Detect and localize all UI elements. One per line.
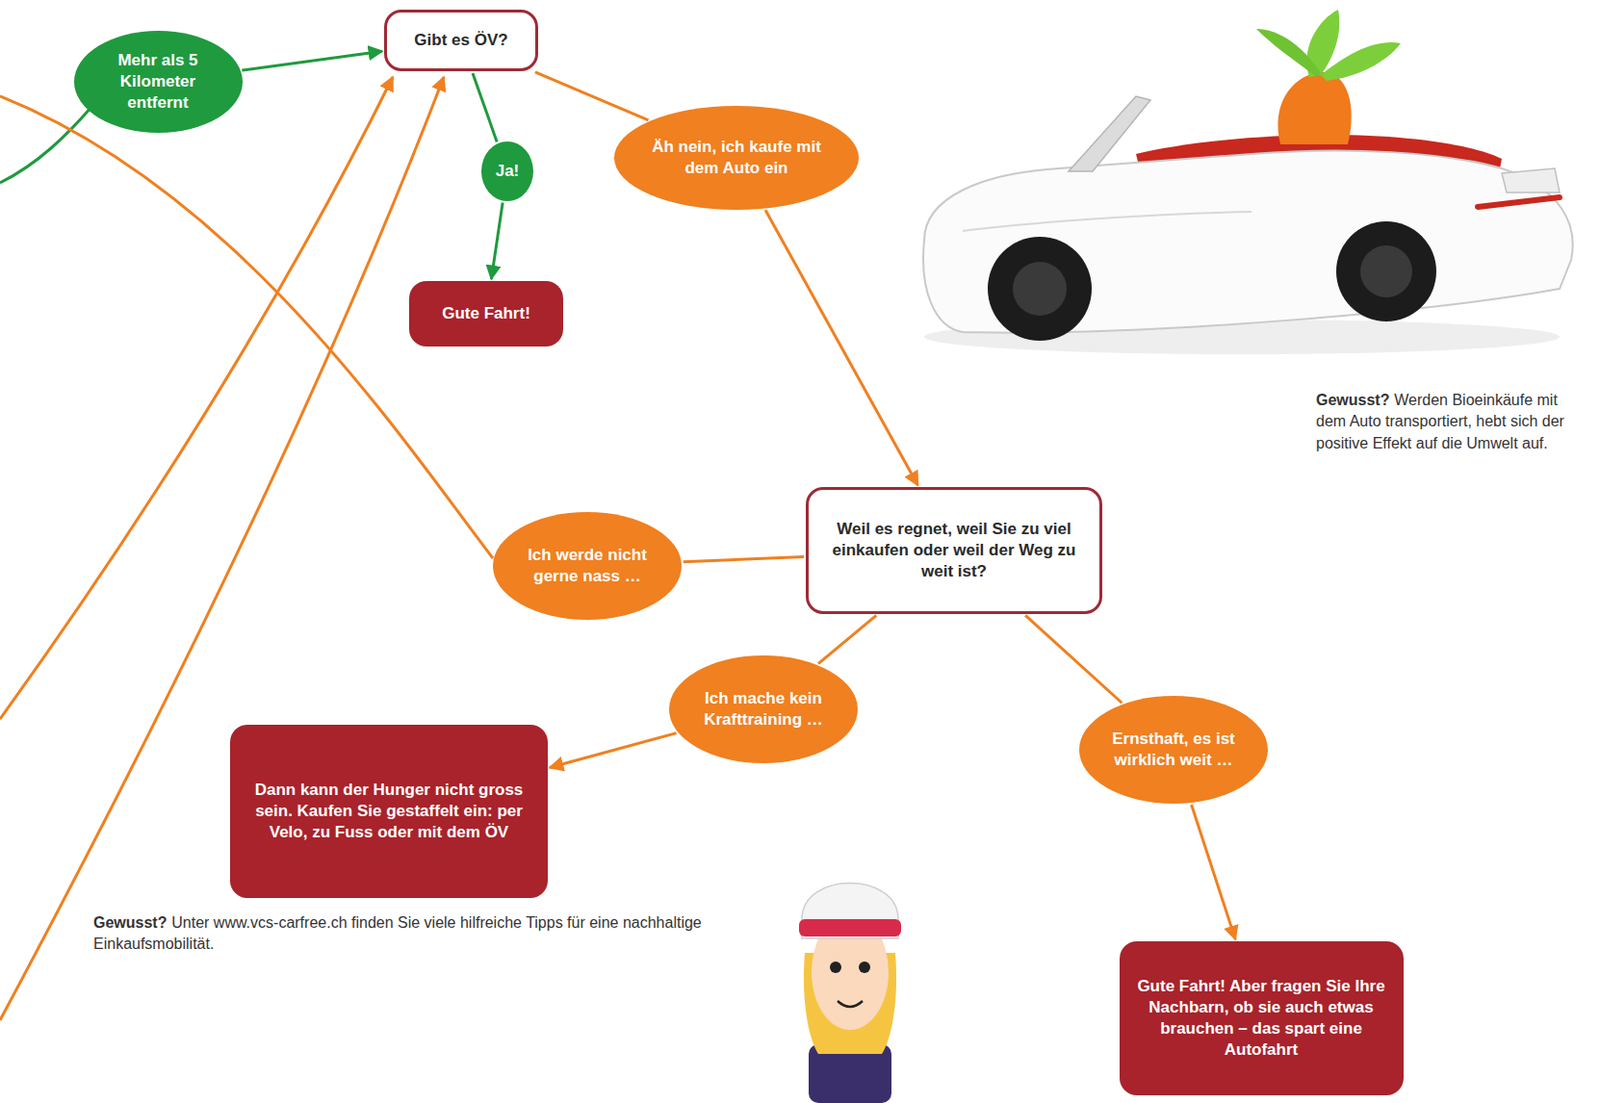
question-box: Gibt es ÖV?: [384, 9, 539, 72]
flow-connector: [1025, 615, 1122, 703]
answer-bubble: Ich werde nicht gerne nass …: [492, 512, 682, 620]
text-block: Ernsthaft, es ist wirklich weit …: [1105, 728, 1242, 772]
info-note: Gewusst?Unter www.vcs-carfree.ch finden …: [93, 912, 710, 956]
flow-connector: [1191, 804, 1237, 940]
node-text: Gute Fahrt! Aber fragen Sie Ihre Nachbar…: [1134, 976, 1390, 1061]
toy-figure: [799, 883, 902, 1103]
flow-connector: [765, 209, 918, 486]
flow-connector: [683, 557, 804, 563]
bubble-fill: [74, 30, 243, 133]
bubble-fill: [669, 655, 858, 764]
incoming-arrow: [0, 77, 393, 720]
flow-connector: [818, 615, 877, 664]
question-box: Weil es regnet, weil Sie zu viel einkauf…: [805, 487, 1103, 615]
answer-bubble: Ernsthaft, es ist wirklich weit …: [1079, 696, 1268, 804]
result-box: Gute Fahrt! Aber fragen Sie Ihre Nachbar…: [1119, 941, 1404, 1096]
text-block: Dann kann der Hunger nicht gross sein. K…: [244, 779, 534, 844]
node-text: Ich werde nicht gerne nass …: [518, 544, 656, 588]
bubble-shape: [614, 105, 859, 210]
text-block: Gute Fahrt! Aber fragen Sie Ihre Nachbar…: [1134, 976, 1390, 1061]
text-block: Mehr als 5 Kilometer entfernt: [97, 50, 219, 114]
flow-connector: [472, 73, 497, 142]
node-text: Ich mache kein Krafttraining …: [695, 688, 832, 731]
result-box: Gute Fahrt!: [409, 281, 564, 347]
node-text: Weil es regnet, weil Sie zu viel einkauf…: [820, 518, 1088, 583]
node-text: Ernsthaft, es ist wirklich weit …: [1105, 728, 1242, 772]
result-box: Dann kann der Hunger nicht gross sein. K…: [230, 724, 548, 899]
text-block: Ja!: [490, 160, 526, 182]
bubble-fill: [481, 141, 534, 202]
answer-bubble: Ja!: [481, 141, 534, 202]
node-text: Gibt es ÖV?: [398, 29, 524, 52]
text-block: Äh nein, ich kaufe mit dem Auto ein: [647, 136, 826, 180]
flow-connector: [241, 51, 383, 71]
bubble-fill: [614, 105, 859, 210]
note-text: Unter www.vcs-carfree.ch finden Sie viel…: [93, 914, 702, 953]
bubble-shape: [669, 655, 858, 764]
node-text: Ja!: [490, 160, 526, 182]
answer-bubble: Äh nein, ich kaufe mit dem Auto ein: [614, 105, 859, 210]
answer-bubble: Ich mache kein Krafttraining …: [669, 655, 858, 764]
bubble-fill: [492, 512, 682, 620]
bubble-fill: [1079, 696, 1268, 804]
toy-car: [923, 9, 1574, 355]
node-text: Äh nein, ich kaufe mit dem Auto ein: [647, 136, 826, 180]
text-block: Ich mache kein Krafttraining …: [695, 688, 832, 731]
text-block: Weil es regnet, weil Sie zu viel einkauf…: [820, 518, 1088, 583]
bubble-shape: [1079, 696, 1268, 804]
flow-connector: [535, 72, 649, 121]
flow-connector: [549, 733, 677, 769]
text-block: Gute Fahrt!: [423, 303, 549, 325]
note-heading: Gewusst?: [93, 914, 167, 931]
text-block: Ich werde nicht gerne nass …: [518, 544, 656, 588]
node-text: Dann kann der Hunger nicht gross sein. K…: [244, 779, 534, 844]
node-text: Mehr als 5 Kilometer entfernt: [97, 50, 219, 114]
info-note: Gewusst?Werden Bioeinkäufe mit dem Auto …: [1316, 389, 1569, 455]
text-block: Gibt es ÖV?: [398, 29, 524, 52]
condition-bubble: Mehr als 5 Kilometer entfernt: [74, 30, 243, 133]
node-text: Gute Fahrt!: [423, 303, 549, 325]
note-heading: Gewusst?: [1316, 391, 1390, 409]
bubble-shape: [492, 512, 682, 620]
flow-connector: [490, 203, 503, 280]
